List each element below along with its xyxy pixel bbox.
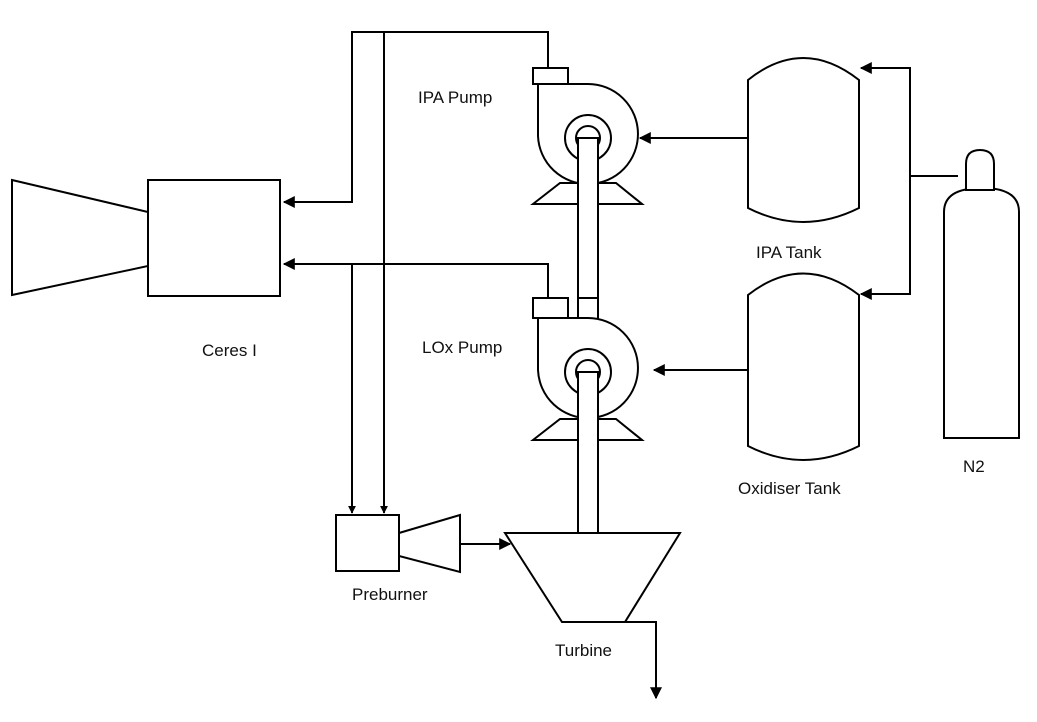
n2-label: N2 bbox=[963, 457, 985, 476]
preburner-chamber bbox=[335, 514, 400, 572]
ceres-chamber bbox=[147, 179, 281, 297]
oxidiser-tank bbox=[747, 272, 860, 461]
lox-pump-label: LOx Pump bbox=[422, 338, 502, 357]
ceres-label: Ceres I bbox=[202, 341, 257, 360]
ipa-feed-line bbox=[282, 31, 549, 208]
shaft-thru-lox bbox=[577, 371, 599, 535]
n2-to-oxidiser-tank bbox=[859, 176, 911, 300]
preburner bbox=[335, 513, 461, 574]
lox-feed-line bbox=[282, 258, 549, 298]
oxidiser-tank-label: Oxidiser Tank bbox=[738, 479, 841, 498]
ipa-tank bbox=[747, 57, 860, 223]
ipa-tank-label: IPA Tank bbox=[756, 243, 822, 262]
turbine-label: Turbine bbox=[555, 641, 612, 660]
n2-bottle-valve bbox=[965, 148, 995, 191]
turbine bbox=[503, 532, 682, 623]
ceres-engine bbox=[11, 178, 281, 297]
preburner-label: Preburner bbox=[352, 585, 428, 604]
turbine-exhaust bbox=[625, 621, 662, 700]
n2-bottle bbox=[943, 186, 1020, 439]
ipa-pump-label: IPA Pump bbox=[418, 88, 492, 107]
n2-to-ipa-tank bbox=[859, 62, 911, 176]
preburner-nozzle bbox=[398, 513, 461, 574]
ceres-nozzle bbox=[11, 178, 149, 297]
shaft-thru-ipa bbox=[577, 137, 599, 299]
